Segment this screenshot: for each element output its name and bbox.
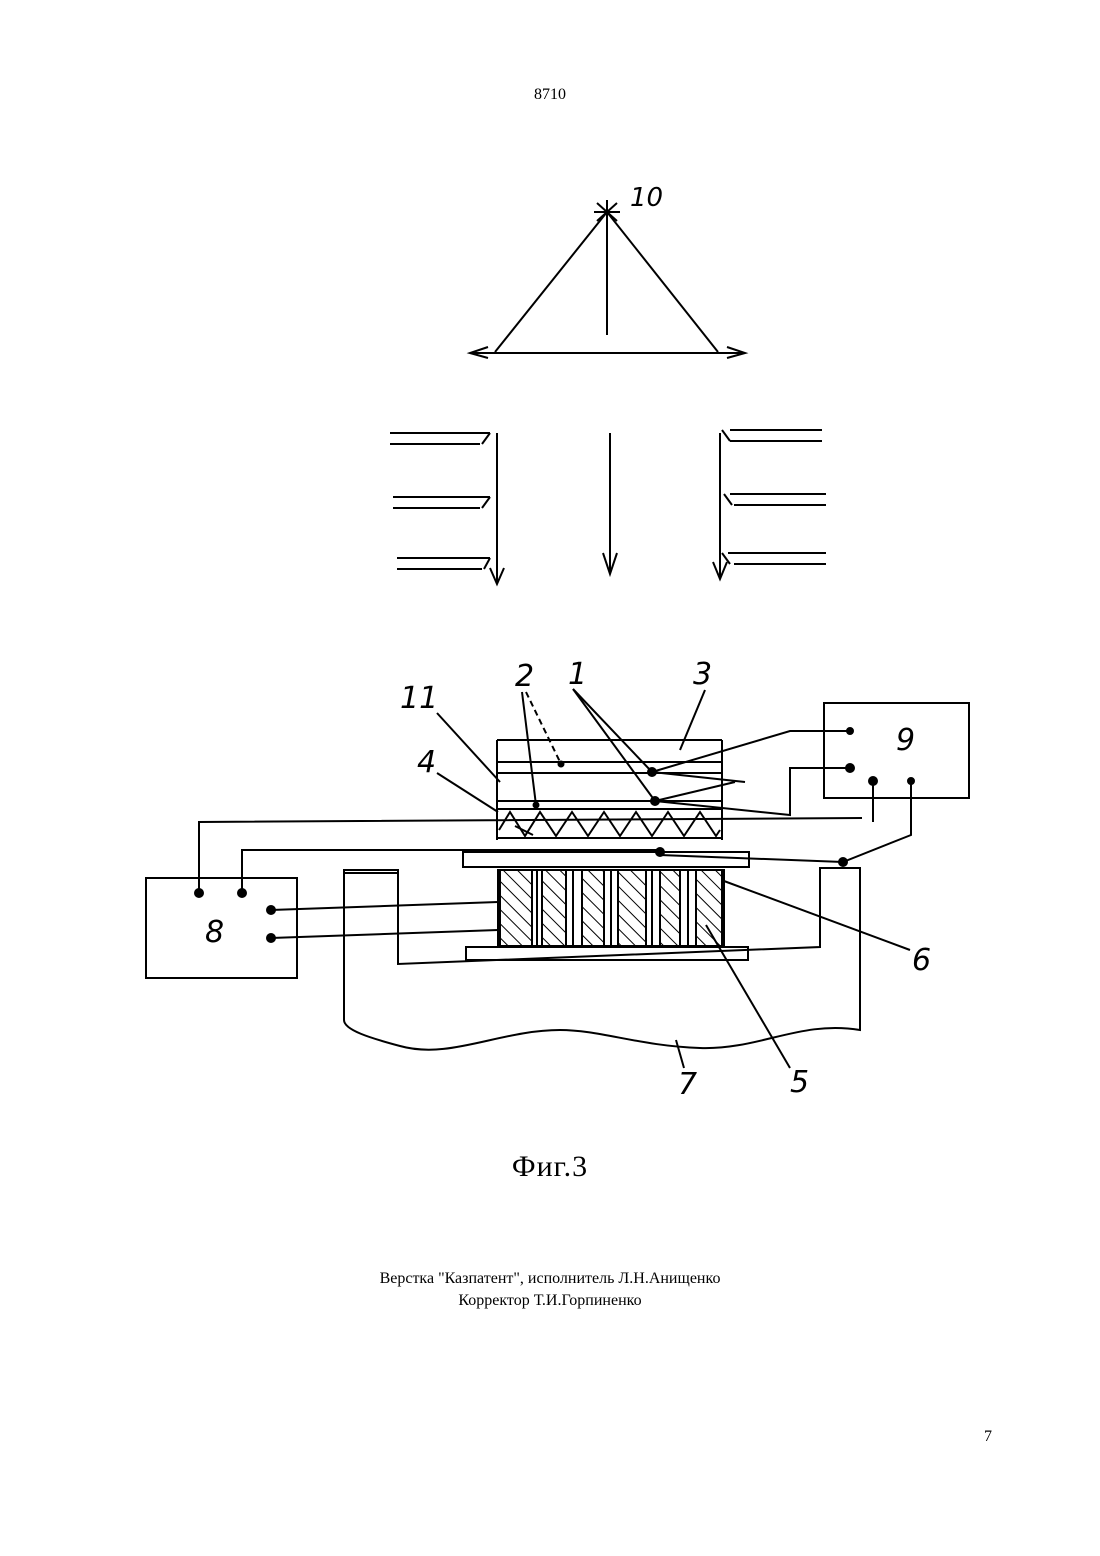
label-9: 9	[896, 723, 915, 758]
label-10: 10	[630, 183, 663, 213]
box-9	[652, 703, 969, 866]
label-2: 2	[515, 659, 534, 694]
label-4: 4	[417, 745, 436, 780]
radiation-source-diagram: 10	[470, 183, 745, 358]
source-star-icon	[594, 200, 620, 224]
label-6: 6	[912, 943, 931, 978]
page-number: 7	[984, 1428, 992, 1446]
label-8: 8	[205, 915, 224, 950]
credits-layout-line: Верстка "Казпатент", исполнитель Л.Н.Ани…	[0, 1268, 1100, 1290]
label-11: 11	[400, 681, 438, 716]
label-3: 3	[693, 657, 712, 692]
figure-caption: Фиг.3	[0, 1150, 1100, 1184]
label-7: 7	[678, 1067, 697, 1102]
label-1: 1	[568, 657, 587, 692]
radiation-flow-arrows	[390, 430, 826, 584]
credits: Верстка "Казпатент", исполнитель Л.Н.Ани…	[0, 1268, 1100, 1312]
label-5: 5	[790, 1065, 809, 1100]
credits-corrector-line: Корректор Т.И.Горпиненко	[0, 1290, 1100, 1312]
